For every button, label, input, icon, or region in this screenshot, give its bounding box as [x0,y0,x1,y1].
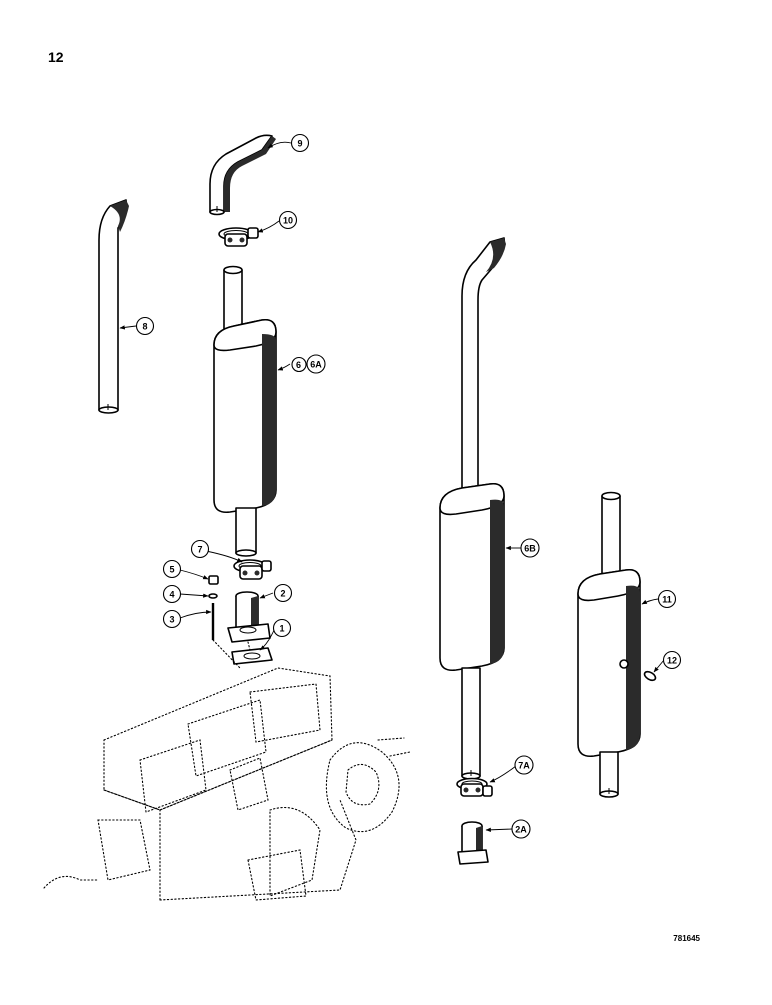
callout-2a: 2A [511,819,531,839]
callout-7-label: 7 [197,545,202,555]
callout-1-label: 1 [279,624,284,634]
callout-12-label: 12 [667,656,677,666]
nut-washer-stud [208,575,219,640]
callout-6b-label: 6B [524,544,536,554]
callout-11: 11 [657,589,677,609]
exhaust-gasket [231,647,273,665]
stack-pipe-long [98,199,129,414]
assembly-lines [212,639,251,669]
callout-9-label: 9 [297,139,302,149]
callout-4-label: 4 [169,590,174,600]
callout-2-label: 2 [280,589,285,599]
callout-6: 6 [291,356,307,373]
callout-11-label: 11 [662,595,672,605]
callout-6-label: 6 [296,360,301,370]
callout-6a: 6A [306,354,326,374]
callout-10-label: 10 [283,216,293,226]
exhaust-clamp-top [218,227,259,247]
callout-3: 3 [162,609,182,629]
callout-6a-label: 6A [310,360,322,370]
exhaust-adapter-2a [457,821,489,865]
callout-7a-label: 7A [518,761,530,771]
exhaust-adapter [227,591,271,643]
muffler-tall [439,237,506,780]
exhaust-clamp-lower [233,559,272,580]
callout-5: 5 [162,559,182,579]
callout-2: 2 [273,583,293,603]
callout-7: 7 [190,539,210,559]
figure-id: 781645 [673,934,700,943]
muffler-left [213,265,277,557]
callout-9: 9 [290,133,310,153]
callout-8: 8 [135,316,155,336]
callout-1: 1 [272,618,292,638]
tail-pipe-short [209,134,276,216]
callout-4: 4 [162,584,182,604]
page-number: 12 [48,49,64,65]
engine-block-outline [43,667,411,901]
callout-7a: 7A [514,755,534,775]
callout-12: 12 [662,650,682,670]
callout-2a-label: 2A [515,825,527,835]
callout-3-label: 3 [169,615,174,625]
callout-5-label: 5 [169,565,174,575]
callout-10: 10 [278,210,298,230]
callout-8-label: 8 [142,322,147,332]
exhaust-clamp-7a [456,777,493,797]
drain-plug [643,670,657,682]
callout-6b: 6B [520,538,540,558]
muffler-right [577,491,641,798]
